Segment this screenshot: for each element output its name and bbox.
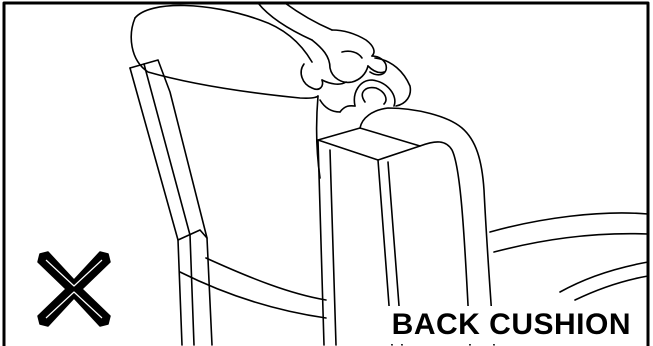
back-cushion-pillow [131,5,410,178]
caption-label: BACK CUSHION [388,306,635,344]
cross-x-icon [34,250,114,328]
seat-lines [180,258,326,318]
armrest [490,213,648,300]
chair-back-frame [130,60,212,345]
hand [258,3,386,89]
